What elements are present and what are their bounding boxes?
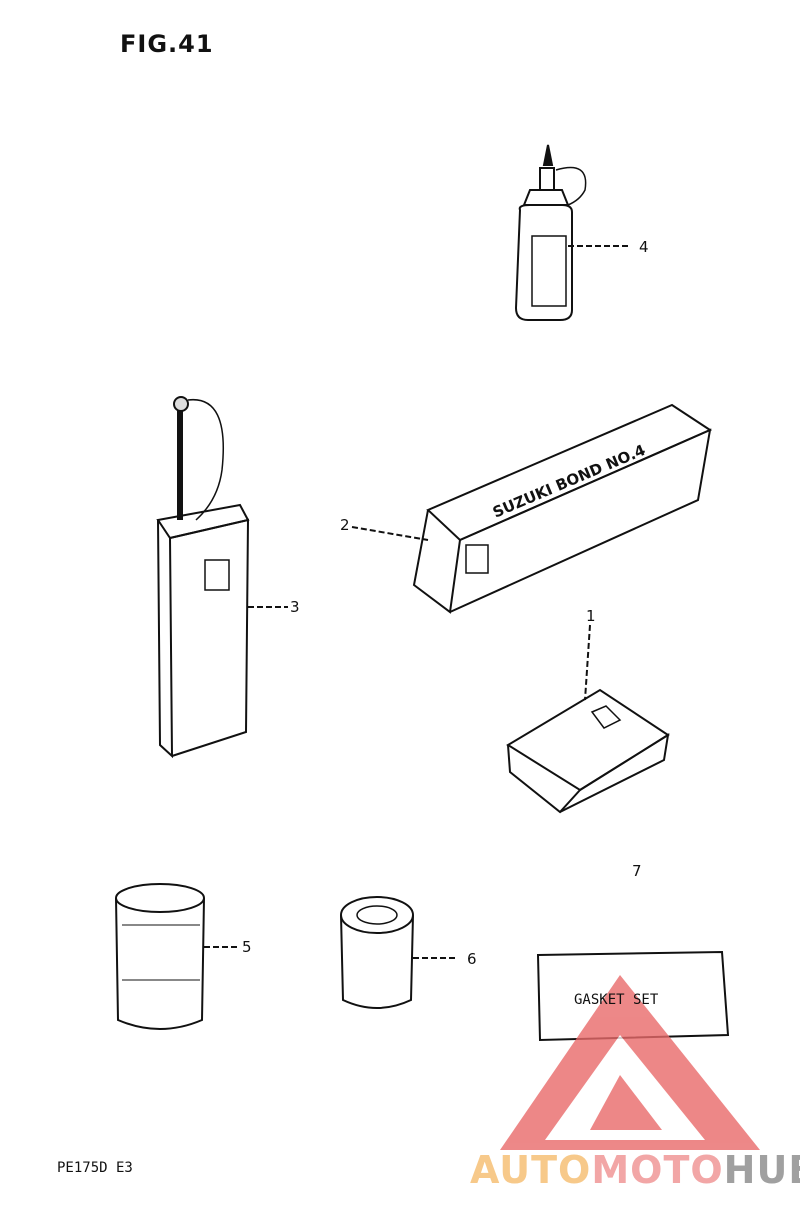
callout-6: 6 — [467, 950, 477, 968]
watermark-part-auto: AUTO — [470, 1148, 592, 1192]
callout-1: 1 — [586, 607, 596, 625]
callout-5: 5 — [242, 938, 252, 956]
gasket-set-part-7 — [536, 950, 730, 1042]
oil-bottle-part-4 — [514, 144, 630, 321]
watermark-part-moto: MOTO — [591, 1148, 724, 1192]
watermark-text: AUTOMOTOHUB — [470, 1148, 800, 1192]
callout-4: 4 — [639, 238, 649, 256]
callout-7: 7 — [632, 862, 642, 880]
gasket-set-label: GASKET SET — [574, 992, 659, 1008]
callout-2: 2 — [340, 516, 350, 534]
figure-code: PE175D E3 — [57, 1160, 133, 1176]
watermark-part-hub: HUB — [723, 1148, 800, 1192]
tall-can-part-5 — [115, 883, 238, 1030]
figure-title: FIG.41 — [120, 30, 214, 58]
bond-tube-part-3 — [156, 396, 288, 759]
callout-3: 3 — [290, 598, 300, 616]
short-can-part-6 — [340, 896, 458, 1009]
bond-box-part-2 — [351, 403, 713, 614]
small-box-part-1 — [506, 624, 670, 814]
watermark-logo — [500, 975, 760, 1150]
